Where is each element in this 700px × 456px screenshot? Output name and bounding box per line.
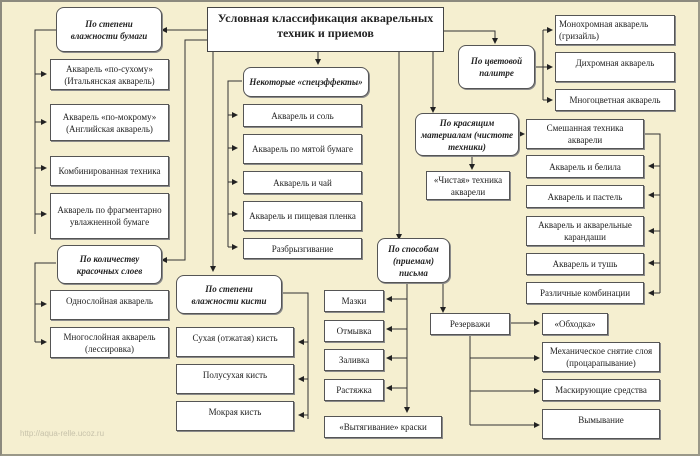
mixed-technique-item: Акварель и белила (526, 155, 644, 178)
paper-wetness-item: Акварель «по-мокрому» (Английская акваре… (50, 104, 169, 141)
reserves-node: Резерважи (430, 313, 510, 335)
painting-method-item: Мазки (324, 290, 384, 312)
brush-wetness-item: Сухая (отжатая) кисть (176, 327, 294, 357)
connector (439, 30, 498, 44)
category-special-effects: Некоторые «спецэффекты» (243, 67, 369, 97)
reserves-item: «Обходка» (542, 313, 608, 335)
mixed-technique-item: Акварель и акварельные карандаши (526, 216, 644, 246)
reserves-item: Вымывание (542, 409, 660, 439)
connector (34, 262, 56, 342)
paint-layers-item: Однослойная акварель (50, 290, 169, 320)
connector (281, 292, 309, 419)
reserves-item: Маскирующие средства (542, 379, 660, 401)
category-paint-layers: По количеству красочных слоев (57, 245, 162, 284)
paper-wetness-item: Акварель «по-сухому» (Итальянская акваре… (50, 59, 169, 90)
diagram-title: Условная классификация акварельных техни… (207, 7, 444, 52)
color-palette-item: Монохромная акварель (гризайль) (555, 15, 675, 45)
paint-layers-item: Многослойная акварель (лессировка) (50, 327, 169, 358)
category-coloring-materials: По красящим материалам (чистоте техники) (415, 113, 519, 156)
special-effects-item: Разбрызгивание (243, 238, 362, 259)
paper-wetness-item: Комбинированная техника (50, 156, 169, 186)
category-color-palette: По цветовой палитре (458, 45, 535, 89)
category-painting-methods: По способам (приемам) письма (377, 238, 450, 283)
paper-wetness-item: Акварель по фрагментарно увлажненной бум… (50, 193, 169, 239)
painting-method-item: Растяжка (324, 379, 384, 401)
special-effects-item: Акварель и пищевая пленка (243, 201, 362, 231)
special-effects-item: Акварель по мятой бумаге (243, 134, 362, 164)
color-palette-item: Дихромная акварель (555, 52, 675, 82)
mixed-technique-item: Акварель и пастель (526, 185, 644, 208)
category-brush-wetness: По степени влажности кисти (176, 275, 282, 314)
color-palette-item: Многоцветная акварель (555, 89, 675, 111)
pure-technique: «Чистая» техника акварели (426, 171, 510, 200)
connector (34, 29, 56, 234)
reserves-item: Механическое снятие слоя (процарапывание… (542, 342, 660, 372)
painting-method-item: Заливка (324, 349, 384, 371)
special-effects-item: Акварель и соль (243, 104, 362, 127)
brush-wetness-item: Мокрая кисть (176, 401, 294, 431)
mixed-technique: Смешанная техника акварели (526, 119, 644, 149)
painting-method-item: «Вытягивание» краски (324, 416, 442, 438)
brush-wetness-item: Полусухая кисть (176, 364, 294, 394)
category-paper-wetness: По степени влажности бумаги (56, 7, 162, 52)
special-effects-item: Акварель и чай (243, 171, 362, 194)
connector (227, 80, 242, 247)
mixed-technique-item: Различные комбинации (526, 282, 644, 304)
watermark-url: http://aqua-relle.ucoz.ru (20, 429, 105, 438)
painting-method-item: Отмывка (324, 320, 384, 342)
mixed-technique-item: Акварель и тушь (526, 253, 644, 275)
connector (645, 133, 661, 293)
